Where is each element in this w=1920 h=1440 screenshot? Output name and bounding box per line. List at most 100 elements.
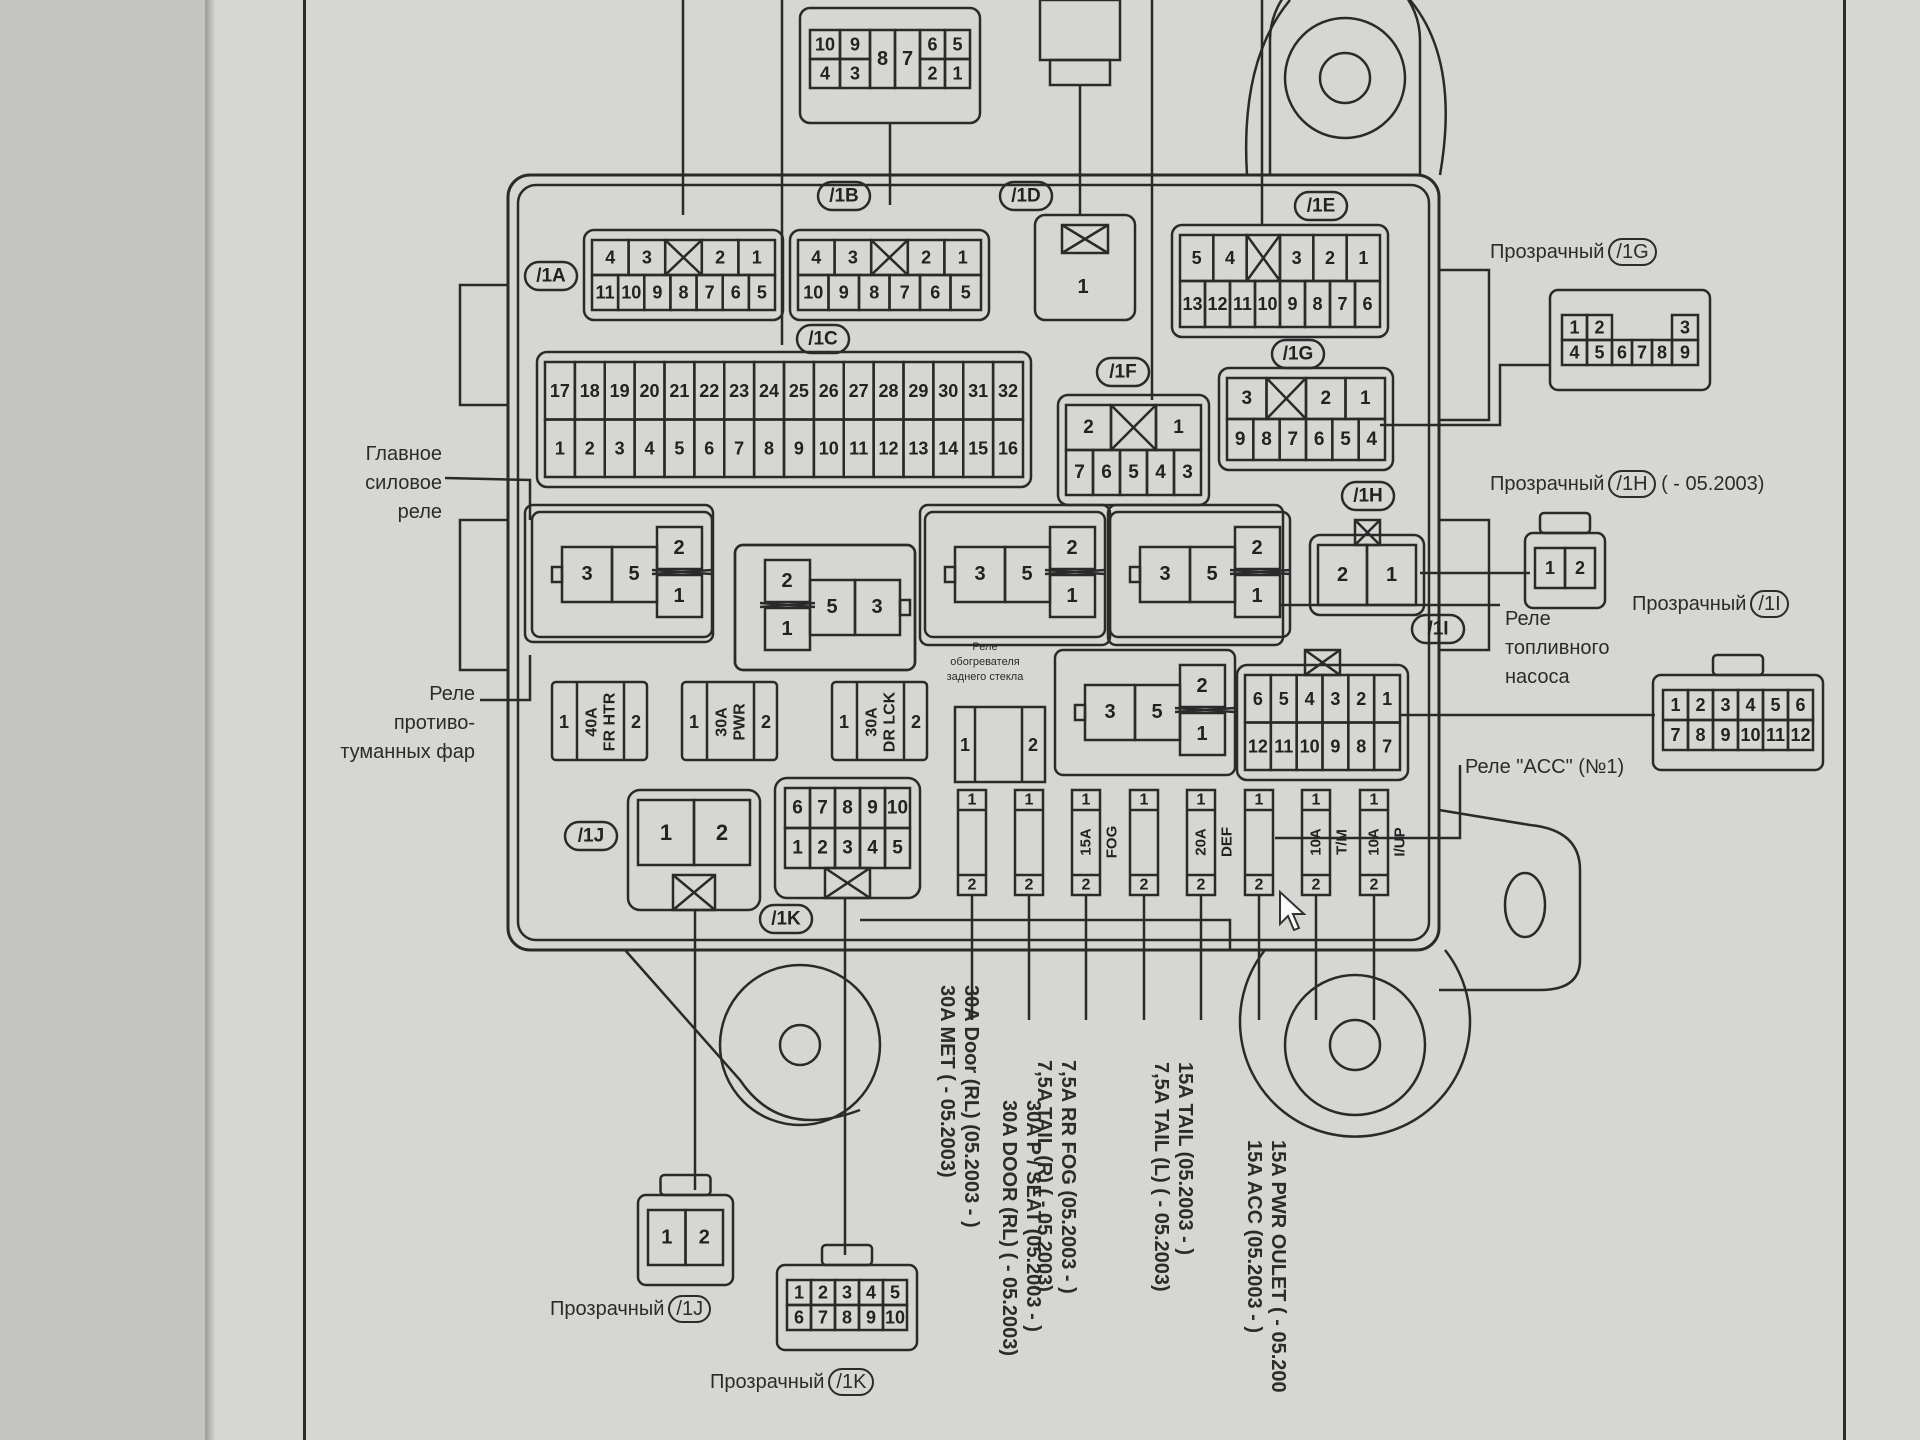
fuse-name: I/UP	[1392, 827, 1409, 856]
pin-label: 1	[1066, 585, 1077, 607]
pin-cell	[943, 57, 972, 90]
callout-leader	[480, 655, 532, 702]
connector-tag: /1B	[816, 180, 872, 212]
pin-label: 9	[652, 283, 662, 303]
fuse-rating: 10A	[1308, 828, 1325, 856]
relay-tab	[943, 565, 957, 584]
pin-label: 1	[1386, 564, 1397, 586]
relay-coil	[1044, 568, 1106, 576]
connector-tag: /1G	[1608, 238, 1657, 266]
pin-label: 9	[839, 283, 849, 303]
connector-tag: /1A	[523, 260, 579, 292]
mounting-ear-bottom-left	[624, 949, 882, 1127]
pin-label: 2	[1066, 537, 1077, 559]
relay-tab	[1073, 703, 1087, 722]
pin-label: 19	[610, 381, 630, 401]
pin-label: 1	[1312, 792, 1321, 809]
pin-cell	[1786, 718, 1815, 752]
pin-label: 21	[669, 381, 689, 401]
pin-label: 18	[580, 381, 600, 401]
pin-label: 9	[866, 1308, 876, 1328]
pin-label: 8	[877, 48, 888, 70]
relay-socket-outline	[1053, 648, 1237, 777]
pin-label: 2	[968, 877, 977, 894]
side-clip	[458, 283, 510, 407]
pin-label: 1	[1196, 723, 1207, 745]
callout-line: реле	[397, 501, 442, 523]
pin-cell	[1353, 279, 1382, 329]
relay-coil	[651, 568, 713, 576]
pin-label: 3	[1159, 563, 1170, 585]
pin-label: 1	[1140, 792, 1149, 809]
callout-line: Реле	[429, 683, 475, 705]
key-slot-cross	[870, 239, 909, 276]
pin-label: 8	[678, 283, 688, 303]
fuse-label: 30A MET ( - 05.2003)	[936, 985, 958, 1178]
pin-label: 1	[794, 1283, 804, 1303]
connector-latch	[659, 1173, 712, 1197]
fuse-name: FR HTR	[602, 692, 619, 751]
pin-label: 10	[803, 283, 823, 303]
pin-label: 5	[674, 438, 684, 458]
pin-label: 7	[817, 798, 828, 819]
pin-label: 1	[660, 820, 672, 845]
key-slot-cross	[1245, 234, 1282, 282]
pin-label: 2	[1197, 877, 1206, 894]
pin-label: 17	[550, 381, 570, 401]
pin-label: 5	[892, 838, 903, 859]
pin-cell	[1372, 721, 1402, 772]
main-relay-callout: Главное силовое реле	[330, 440, 442, 527]
connector-tag-outline	[758, 903, 814, 935]
connector-tag: /1H	[1608, 470, 1656, 498]
pin-label: 5	[961, 283, 971, 303]
pin-label: 1	[839, 712, 849, 732]
pin-label: 2	[1695, 695, 1705, 715]
pin-label: 8	[1312, 294, 1322, 314]
pin-label: 2	[911, 712, 921, 732]
connector-tag-outline	[563, 820, 619, 852]
pin-label: 2	[1083, 417, 1094, 438]
blade-fuse: 12	[956, 788, 988, 1020]
pin-label: 4	[1225, 248, 1235, 268]
callout-line: Главное	[365, 443, 442, 465]
pin-label: 32	[998, 381, 1018, 401]
pin-label: 1	[555, 438, 565, 458]
pin-label: 5	[1151, 701, 1162, 723]
relay-pin	[1178, 711, 1227, 757]
pin-label: 3	[842, 1283, 852, 1303]
pin-label: 8	[1261, 429, 1272, 450]
relay-socket-outline	[923, 510, 1107, 639]
page-border-right	[1843, 0, 1846, 1440]
pin-label: 5	[1594, 343, 1604, 363]
pin-label: 2	[817, 838, 828, 859]
pin-label: 4	[1367, 429, 1378, 450]
pin-label: 8	[842, 1308, 852, 1328]
pin-label: 1	[752, 248, 762, 268]
relay-pin	[655, 525, 704, 571]
pin-label: 13	[908, 438, 928, 458]
pin-label: 2	[1320, 388, 1331, 409]
connector-housing	[1033, 213, 1137, 322]
connector-tag-outline	[1340, 480, 1396, 512]
callout-line: обогревателя	[950, 656, 1020, 668]
pin-label: 4	[1745, 695, 1755, 715]
pin-label: 12	[1248, 736, 1268, 756]
relay-bay	[918, 503, 1112, 647]
pin-label: 3	[1182, 462, 1193, 483]
pin-label: 2	[585, 438, 595, 458]
fuse-rating: 30A	[714, 707, 731, 737]
desk-background	[0, 0, 212, 1440]
relay-tab	[1128, 565, 1142, 584]
pin-label: 1	[559, 712, 569, 732]
pin-label: 30	[938, 381, 958, 401]
fuse-rating: 10A	[1366, 828, 1383, 856]
pin-label: 9	[794, 438, 804, 458]
maxi-fuse-outline	[550, 680, 649, 762]
connector-tag: /1E	[1293, 190, 1349, 222]
